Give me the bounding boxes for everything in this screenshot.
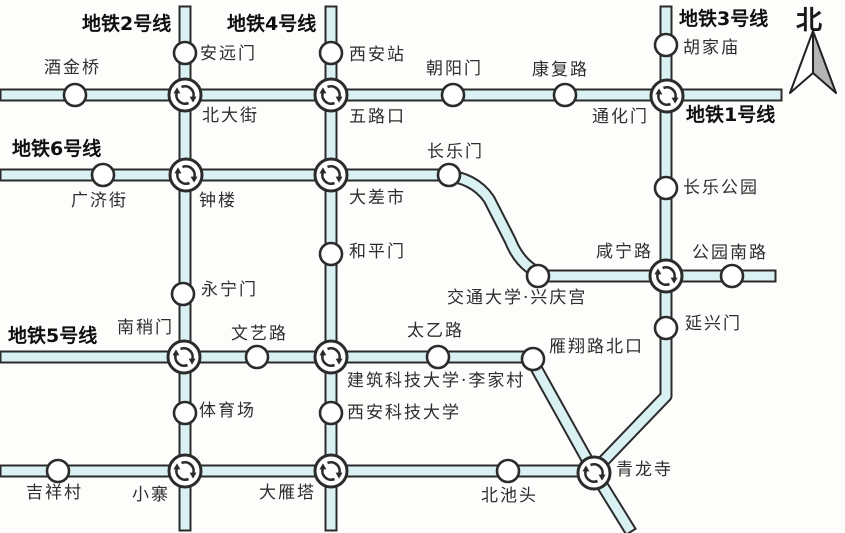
station-label: 吉祥村: [26, 483, 83, 503]
line-2-label: 地铁2号线: [82, 13, 172, 35]
station-label: 公园南路: [692, 243, 768, 263]
line-1-label: 地铁1号线: [686, 104, 776, 126]
station-label: 小寨: [132, 485, 170, 505]
station-marker: [495, 458, 521, 484]
interchange-marker: [648, 258, 684, 294]
station-label: 长乐公园: [683, 178, 759, 198]
interchange-marker: [313, 77, 349, 113]
station-label: 西安科技大学: [347, 403, 461, 423]
line-5-label: 地铁5号线: [8, 325, 98, 347]
station-label: 建筑科技大学·李家村: [347, 371, 526, 391]
station-label: 和平门: [349, 242, 406, 262]
interchange-marker: [649, 78, 685, 114]
station-marker: [653, 315, 679, 341]
station-marker: [440, 82, 466, 108]
station-label: 永宁门: [201, 280, 258, 300]
station-marker: [45, 458, 71, 484]
station-label: 文艺路: [231, 324, 288, 344]
station-marker: [244, 344, 270, 370]
station-label: 咸宁路: [596, 242, 653, 262]
station-marker: [318, 241, 344, 267]
line-4-label: 地铁4号线: [227, 13, 317, 35]
station-label: 雁翔路北口: [549, 337, 644, 357]
compass-arrow-icon: [789, 30, 837, 94]
station-marker: [318, 40, 344, 66]
station-marker: [170, 281, 196, 307]
interchange-marker: [313, 157, 349, 193]
station-marker: [172, 400, 198, 426]
line-3-label: 地铁3号线: [679, 8, 769, 30]
interchange-marker: [167, 453, 203, 489]
station-label: 青龙寺: [616, 460, 673, 480]
station-label: 朝阳门: [426, 59, 483, 79]
station-marker: [653, 32, 679, 58]
station-label: 大差市: [349, 188, 406, 208]
station-label: 酒金桥: [44, 58, 101, 78]
interchange-marker: [166, 339, 202, 375]
station-label: 延兴门: [685, 314, 742, 334]
station-marker: [552, 82, 578, 108]
station-marker: [90, 162, 116, 188]
station-label: 钟楼: [199, 191, 237, 211]
station-marker: [525, 263, 551, 289]
station-label: 交通大学·兴庆宫: [447, 288, 588, 308]
line-3-track: [1, 7, 671, 476]
station-label: 康复路: [532, 60, 589, 80]
station-label: 胡家庙: [683, 38, 740, 58]
station-marker: [436, 162, 462, 188]
station-label: 五路口: [349, 107, 406, 127]
station-label: 北池头: [481, 486, 538, 506]
interchange-marker: [167, 77, 203, 113]
station-marker: [653, 175, 679, 201]
interchange-marker: [313, 339, 349, 375]
station-label: 大雁塔: [259, 483, 316, 503]
station-label: 安远门: [200, 44, 257, 64]
line-6-label: 地铁6号线: [12, 138, 102, 160]
interchange-marker: [576, 455, 612, 491]
station-label: 北大街: [202, 106, 259, 126]
station-label: 西安站: [349, 45, 406, 65]
interchange-marker: [313, 453, 349, 489]
station-marker: [719, 263, 745, 289]
station-marker: [172, 40, 198, 66]
station-marker: [425, 344, 451, 370]
station-marker: [520, 346, 546, 372]
station-label: 体育场: [199, 401, 256, 421]
compass-north-label: 北: [796, 6, 823, 36]
station-label: 广济街: [71, 191, 128, 211]
station-marker: [62, 82, 88, 108]
station-label: 长乐门: [427, 142, 484, 162]
station-label: 南稍门: [117, 318, 174, 338]
interchange-marker: [168, 157, 204, 193]
station-marker: [318, 400, 344, 426]
station-label: 太乙路: [407, 321, 464, 341]
station-label: 通化门: [592, 107, 649, 127]
